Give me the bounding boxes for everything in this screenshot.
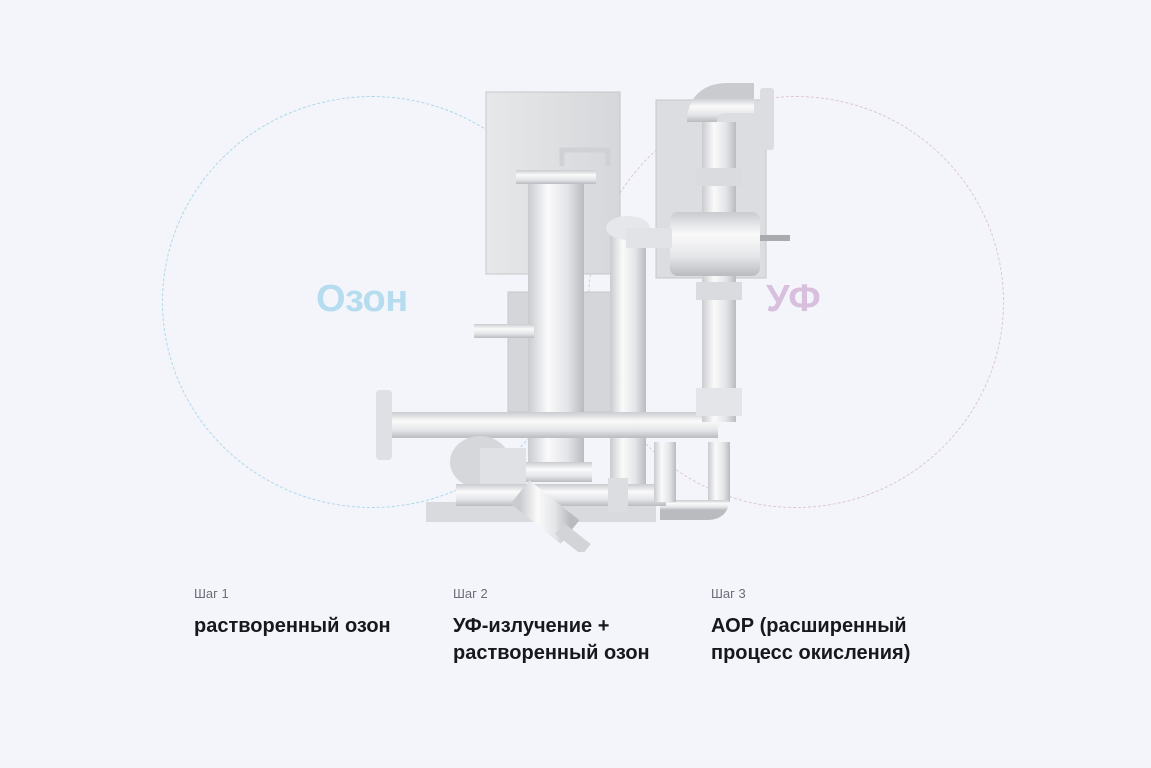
step-1: Шаг 1 растворенный озон xyxy=(194,586,424,640)
step-2: Шаг 2 УФ-излучение + растворенный озон xyxy=(453,586,678,667)
ozone-label: Озон xyxy=(316,278,408,320)
step-title: растворенный озон xyxy=(194,615,391,637)
water-treatment-unit-image xyxy=(376,83,790,552)
uv-label: УФ xyxy=(766,278,821,320)
step-3: Шаг 3 АОР (расширенный процесс окисления… xyxy=(711,586,951,667)
step-title: АОР (расширенный процесс окисления) xyxy=(711,615,911,664)
step-title: УФ-излучение + растворенный озон xyxy=(453,615,650,664)
step-number: Шаг 1 xyxy=(194,586,229,601)
step-number: Шаг 3 xyxy=(711,586,746,601)
step-number: Шаг 2 xyxy=(453,586,488,601)
